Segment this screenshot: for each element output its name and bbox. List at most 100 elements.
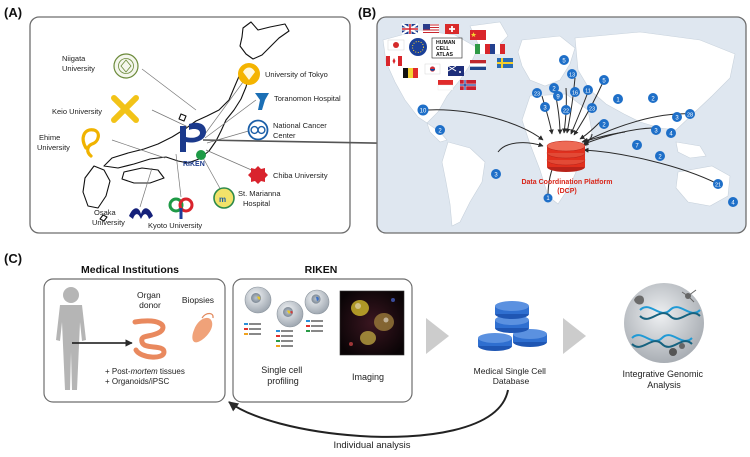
dcp-label: Data Coordination Platform	[521, 179, 612, 186]
ehime-label: Ehime University	[37, 133, 70, 152]
site-badge: 23	[587, 103, 597, 113]
flag-canada-icon	[386, 56, 402, 66]
flag-sweden-icon	[497, 58, 513, 68]
intestine-icon	[132, 318, 167, 360]
site-badge: 1	[613, 94, 623, 104]
site-badge: 1	[543, 193, 553, 203]
dcp-database-icon	[546, 140, 586, 172]
svg-text:28: 28	[687, 112, 693, 118]
flag-korea-icon	[424, 63, 441, 75]
site-badge: 3	[491, 169, 501, 179]
svg-text:3: 3	[654, 128, 658, 134]
riken-logo-icon: RIKEN	[180, 122, 206, 168]
svg-text:2: 2	[438, 128, 442, 134]
flag-norway-icon	[460, 80, 476, 90]
svg-text:m: m	[219, 195, 226, 204]
tokyo-ginkgo-icon	[238, 63, 260, 85]
site-badge: 2	[435, 125, 445, 135]
panel-a: (A)	[4, 5, 351, 234]
flags-group: HUMAN CELL ATLAS	[386, 23, 513, 91]
single-cell-icons	[244, 286, 330, 328]
medical-institutions-box	[43, 278, 226, 403]
kyoto-label: Kyoto University	[148, 221, 202, 230]
toranomon-logo-icon	[255, 93, 269, 110]
niigata-seal-icon	[113, 53, 139, 79]
microscopy-image	[339, 290, 405, 356]
ehime-logo-icon	[81, 128, 100, 158]
chevron-1-icon	[426, 318, 449, 354]
chiba-logo-icon	[248, 166, 268, 184]
dcp-sublabel: (DCP)	[557, 188, 576, 195]
flag-italy-icon	[475, 44, 490, 54]
site-badge: 23	[532, 88, 542, 98]
site-badge: 28	[685, 109, 695, 119]
svg-text:2: 2	[552, 86, 556, 92]
site-badge: 5	[599, 75, 609, 85]
svg-text:4: 4	[669, 131, 673, 137]
panel-a-label: (A)	[4, 5, 22, 20]
svg-text:9: 9	[556, 94, 560, 100]
riken-title: RIKEN	[305, 264, 338, 276]
tokyo-label: University of Tokyo	[265, 70, 328, 79]
panel-b-label: (B)	[358, 5, 376, 20]
svg-text:2: 2	[658, 154, 662, 160]
flag-japan-icon	[387, 39, 405, 51]
organ-donor-label: Organ donor	[137, 290, 163, 310]
flag-belgium-icon	[403, 68, 418, 78]
svg-text:22: 22	[563, 108, 569, 114]
svg-text:4: 4	[731, 200, 735, 206]
medical-database-icon	[478, 301, 547, 351]
biopsies-label: Biopsies	[182, 295, 214, 305]
niigata-label: Niigata University	[62, 54, 95, 73]
site-badge: 3	[672, 112, 682, 122]
chevron-2-icon	[563, 318, 586, 354]
site-badge: 2	[599, 119, 609, 129]
riken-logo-text: RIKEN	[183, 161, 205, 168]
hca-logo: HUMAN CELL ATLAS	[431, 37, 463, 59]
svg-text:2: 2	[651, 96, 655, 102]
site-badge: 13	[567, 69, 577, 79]
biopsy-icon	[192, 312, 214, 343]
site-badge: 3	[540, 102, 550, 112]
kyoto-logo-icon	[168, 197, 194, 219]
japan-map	[82, 21, 290, 222]
flag-uk-icon	[401, 23, 419, 35]
site-badge: 10	[417, 104, 429, 116]
individual-analysis-label: Individual analysis	[333, 440, 410, 451]
panel-c: (C) Medical Institutions Organ donor Bio…	[4, 251, 704, 451]
ncc-label: National Cancer Center	[273, 121, 329, 140]
sequencing-reads-icon	[244, 320, 323, 347]
svg-text:2: 2	[602, 122, 606, 128]
world-map	[382, 21, 736, 227]
flag-china-icon	[470, 30, 486, 40]
site-badge: 5	[559, 55, 569, 65]
flag-france-icon	[490, 44, 505, 54]
svg-text:11: 11	[585, 88, 591, 94]
panel-c-label: (C)	[4, 251, 22, 266]
human-donor-icon	[56, 287, 86, 390]
site-badge: 3	[651, 125, 661, 135]
imaging-label: Imaging	[352, 372, 384, 382]
site-badge: 11	[583, 85, 593, 95]
svg-text:7: 7	[635, 143, 639, 149]
svg-text:16: 16	[572, 90, 578, 96]
flag-netherlands-icon	[470, 60, 486, 70]
site-badge: 2	[648, 93, 658, 103]
site-badge: 9	[553, 91, 563, 101]
svg-text:1: 1	[616, 97, 620, 103]
flag-singapore-icon	[437, 80, 454, 91]
site-badge: 7	[632, 140, 642, 150]
single-cell-label: Single cell profiling	[261, 365, 305, 386]
keio-label: Keio University	[52, 107, 102, 116]
svg-text:1: 1	[546, 196, 550, 202]
site-badge: 4	[728, 197, 738, 207]
integrative-analysis-icon	[624, 283, 704, 363]
organoids-note: + Organoids/iPSC	[105, 377, 169, 386]
post-mortem-note: + Post-mortem tissues	[105, 367, 185, 376]
flag-eu-icon	[409, 38, 427, 56]
flag-us-icon	[423, 24, 439, 34]
marianna-label: St. Marianna Hospital	[238, 189, 283, 208]
database-label: Medical Single Cell Database	[474, 366, 549, 386]
svg-text:3: 3	[543, 105, 547, 111]
